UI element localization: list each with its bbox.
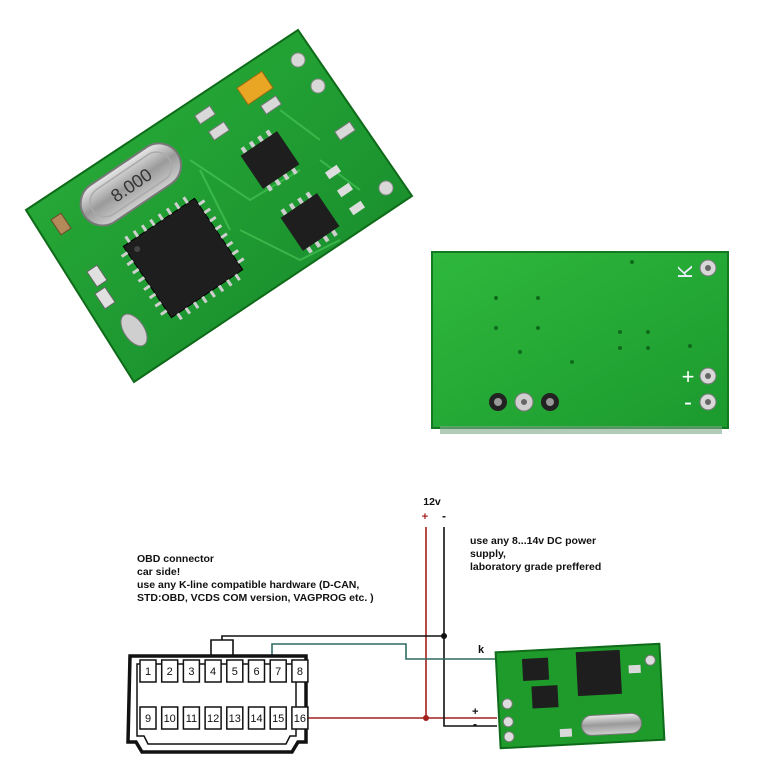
module-chip-2 — [531, 685, 559, 709]
obd-pin-cell — [204, 659, 222, 683]
obd-pin-label: 5 — [232, 666, 238, 678]
obd-pin-label: 6 — [253, 666, 259, 678]
obd-pin-cell — [269, 706, 287, 730]
obd-pin-cell — [226, 659, 244, 683]
pcb-bottom-board — [431, 251, 729, 429]
obd-pin-cell — [269, 659, 287, 683]
pcb-top-photo: 8.000 — [24, 28, 414, 384]
obd-pin-label: 14 — [250, 713, 262, 725]
obd-pin-cell — [160, 706, 179, 730]
pcb-bottom-photo: K + - — [431, 251, 729, 434]
obd-note-line-2: car side! — [137, 566, 180, 578]
junction-ground — [441, 633, 447, 639]
mcu-chip — [120, 196, 245, 321]
wire-k-line — [271, 643, 497, 660]
obd-pin-cell — [139, 706, 157, 730]
obd-pin-cell — [139, 659, 157, 683]
obd-pin-label: 8 — [297, 666, 303, 678]
smd-components — [50, 70, 366, 347]
mount-pad — [378, 180, 394, 196]
wire-ground-bus — [221, 635, 444, 640]
obd-pin-cell — [226, 706, 244, 730]
pad-k-label: K — [675, 265, 697, 279]
obd-pin-label: 4 — [210, 666, 216, 678]
obd-pin-label: 16 — [294, 713, 306, 725]
supply-minus-label: - — [442, 509, 446, 523]
obd-pin-cell — [247, 659, 266, 683]
module-minus-label: - — [473, 717, 477, 731]
pad-minus-label: - — [684, 389, 692, 416]
wire-ground — [443, 527, 497, 727]
mount-pad — [310, 78, 326, 94]
module-mcu — [575, 649, 622, 697]
power-note-line-1: use any 8...14v DC power — [470, 535, 596, 547]
obd-pin-label: 9 — [145, 713, 151, 725]
obd-pin-cell — [160, 659, 179, 683]
voltage-label: 12v — [423, 496, 441, 508]
obd-pin-label: 1 — [145, 666, 151, 678]
obd-note-line-4: STD:OBD, VCDS COM version, VAGPROG etc. … — [137, 592, 374, 604]
obd-pin-label: 15 — [272, 713, 284, 725]
module-k-label: k — [478, 644, 485, 656]
module-photo — [494, 642, 666, 750]
vias — [494, 260, 692, 364]
wiring-diagram: 12v + - use any 8...14v DC power supply,… — [126, 496, 666, 754]
obd-pins-bottom: 9 10 11 12 13 14 15 16 — [139, 706, 309, 730]
eeprom-chip — [240, 129, 300, 192]
obd-pin-label: 7 — [275, 666, 281, 678]
obd-note-line-1: OBD connector — [137, 553, 214, 565]
obd-pin-cell — [204, 706, 222, 730]
obd-pin-label: 10 — [164, 713, 176, 725]
module-plus-label: + — [472, 706, 478, 718]
power-note-line-3: laboratory grade preffered — [470, 561, 601, 573]
obd-inner-outline — [136, 663, 297, 745]
obd-pin-label: 12 — [207, 713, 219, 725]
pcb-traces — [189, 109, 361, 262]
pad-plus-label: + — [682, 364, 695, 389]
power-note-line-2: supply, — [470, 548, 506, 560]
obd-pin-cell — [291, 659, 309, 683]
crystal-solder-pads — [489, 392, 559, 412]
obd-pin-cell — [247, 706, 266, 730]
module-chip-1 — [521, 657, 550, 681]
obd-pin-cell — [291, 706, 309, 730]
crystal-oscillator: 8.000 — [79, 142, 183, 227]
module-crystal — [581, 712, 643, 736]
obd-pins-top: 1 2 3 4 5 6 7 8 — [139, 659, 309, 683]
obd-pin-cell — [182, 706, 201, 730]
obd-pin-label: 11 — [186, 713, 197, 725]
supply-plus-label: + — [422, 511, 428, 523]
obd-note-line-3: use any K-line compatible hardware (D-CA… — [137, 579, 359, 591]
obd-pin-cell — [182, 659, 201, 683]
junction-plus — [423, 715, 429, 721]
obd-pin-label: 3 — [188, 666, 194, 678]
obd-pin-label: 13 — [229, 713, 241, 725]
mount-pad — [290, 52, 306, 68]
line-driver-chip — [280, 191, 340, 254]
obd-pin-label: 2 — [167, 666, 173, 678]
